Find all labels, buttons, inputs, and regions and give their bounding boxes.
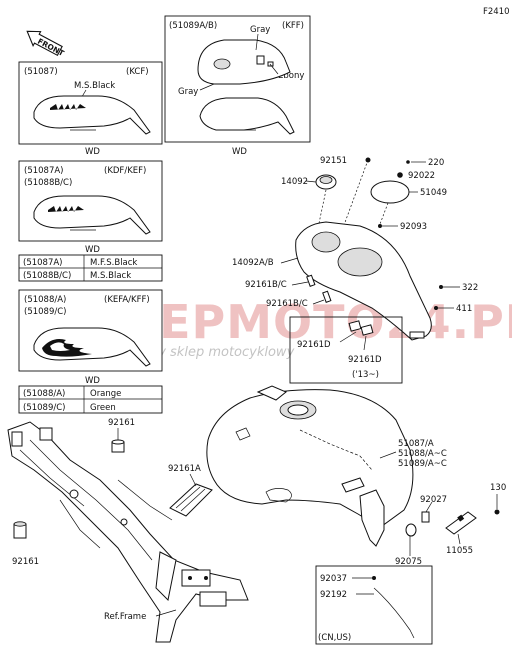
variant-model: (KFF) xyxy=(282,21,304,31)
label-92192: 92192 xyxy=(320,590,347,600)
part-92161-top xyxy=(111,439,125,453)
label-92151: 92151 xyxy=(320,156,347,166)
part-92161d-box: 92161D 92161D ('13~) xyxy=(289,316,403,384)
variant-model: (KCF) xyxy=(126,67,149,77)
label-92161bc: 92161B/C xyxy=(266,299,308,309)
label-92161d: 92161D xyxy=(348,355,382,365)
part-92075 xyxy=(405,523,417,537)
table-cell: M.S.Black xyxy=(90,271,131,281)
label-92161: 92161 xyxy=(12,557,39,567)
variant-code: (51087A) xyxy=(24,166,64,176)
variant-view: WD xyxy=(85,245,100,255)
part-411 xyxy=(434,306,438,310)
table-cell: (51088/A) xyxy=(23,389,65,399)
label-92161a: 92161A xyxy=(168,464,201,474)
variant-model: (KDF/KEF) xyxy=(104,166,146,176)
variant-kcf-box: (51087) (KCF) M.S.Black WD xyxy=(18,61,163,157)
label-year-note: ('13~) xyxy=(352,370,379,380)
label-130: 130 xyxy=(490,483,506,493)
part-130 xyxy=(494,509,500,515)
part-92161bc xyxy=(322,290,332,303)
label-51049: 51049 xyxy=(420,188,447,198)
variant-code: (51088B/C) xyxy=(24,178,72,188)
table-cell: (51087A) xyxy=(23,258,63,268)
cnus-box: 92037 92192 (CN,US) xyxy=(315,565,433,645)
table-cell: (51089/C) xyxy=(23,403,65,413)
part-92022 xyxy=(397,172,403,178)
part-322 xyxy=(439,285,443,289)
table-cell: Orange xyxy=(90,389,121,399)
variant-color-top: Gray xyxy=(250,25,270,35)
part-92027 xyxy=(421,511,430,523)
part-14092ab-console xyxy=(295,221,432,341)
part-11055 xyxy=(445,511,477,535)
part-fuel-tank xyxy=(206,385,414,547)
label-51089ac: 51089/A~C xyxy=(398,459,447,469)
table-cell: (51088B/C) xyxy=(23,271,71,281)
diagram-id: F2410 xyxy=(483,7,510,17)
variant-view: WD xyxy=(232,147,247,157)
label-322: 322 xyxy=(462,283,478,293)
label-92161d: 92161D xyxy=(297,340,331,350)
variant-color-mid: Ebony xyxy=(278,71,304,81)
variant-view: WD xyxy=(85,376,100,386)
color-table-a: (51087A) M.F.S.Black (51088B/C) M.S.Blac… xyxy=(18,254,163,282)
label-cnus: (CN,US) xyxy=(318,633,351,643)
label-92037: 92037 xyxy=(320,574,347,584)
label-411: 411 xyxy=(456,304,472,314)
front-label: FRONT xyxy=(36,37,66,59)
part-92037 xyxy=(372,576,376,580)
label-51087a: 51087/A xyxy=(398,439,434,449)
part-14092 xyxy=(315,174,337,190)
variant-code: (51087) xyxy=(24,67,58,77)
front-arrow-icon: FRONT xyxy=(26,30,66,59)
label-ref-frame: Ref.Frame xyxy=(104,612,146,622)
table-cell: M.F.S.Black xyxy=(90,258,137,268)
table-cell: Green xyxy=(90,403,116,413)
label-92027: 92027 xyxy=(420,495,447,505)
part-51049 xyxy=(370,180,410,204)
part-220 xyxy=(406,160,410,164)
variant-code: (51088/A) xyxy=(24,295,66,305)
color-table-b: (51088/A) Orange (51089/C) Green xyxy=(18,385,163,414)
variant-color-bottom: Gray xyxy=(178,87,198,97)
label-92022: 92022 xyxy=(408,171,435,181)
variant-kdf-box: (51087A) (51088B/C) (KDF/KEF) WD xyxy=(18,160,163,255)
variant-kff-box: (51089A/B) (KFF) Gray Ebony Gray WD xyxy=(164,15,311,157)
part-92161a xyxy=(169,483,213,517)
label-92161: 92161 xyxy=(108,418,135,428)
label-11055: 11055 xyxy=(446,546,473,556)
label-14092ab: 14092A/B xyxy=(232,258,274,268)
label-51088ac: 51088/A~C xyxy=(398,449,447,459)
variant-code: (51089A/B) xyxy=(169,21,217,31)
part-92161bc xyxy=(306,274,316,287)
variant-color: M.S.Black xyxy=(74,81,115,91)
variant-view: WD xyxy=(85,147,100,157)
label-92161bc: 92161B/C xyxy=(245,280,287,290)
label-92075: 92075 xyxy=(395,557,422,567)
part-frame xyxy=(7,421,249,643)
label-220: 220 xyxy=(428,158,444,168)
label-92093: 92093 xyxy=(400,222,427,232)
part-92161-left xyxy=(13,521,27,539)
variant-kefa-box: (51088/A) (51089/C) (KEFA/KFF) WD xyxy=(18,289,163,386)
label-14092: 14092 xyxy=(281,177,308,187)
variant-code: (51089/C) xyxy=(24,307,66,317)
part-92093 xyxy=(378,224,382,228)
variant-model: (KEFA/KFF) xyxy=(104,295,150,305)
